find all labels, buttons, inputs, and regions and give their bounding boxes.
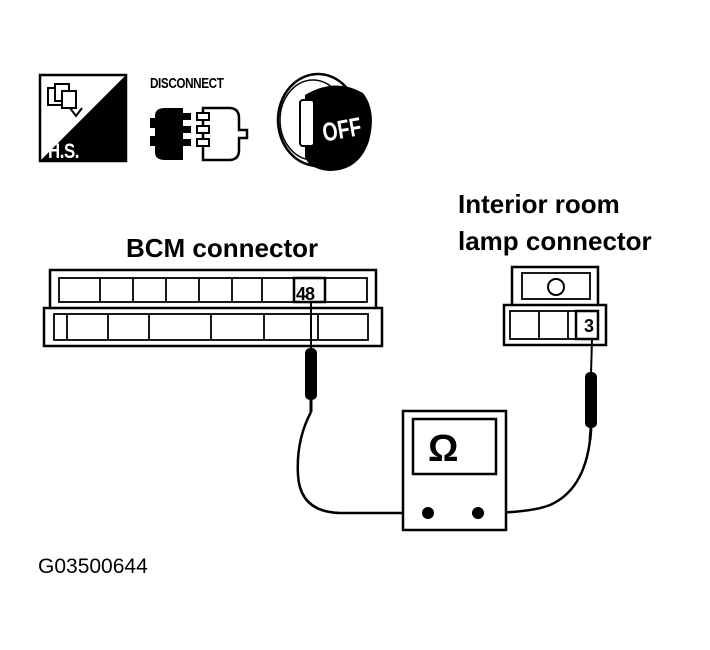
figure-id: G03500644: [38, 555, 148, 578]
bcm-test-probe: [305, 302, 317, 412]
ohmmeter: [401, 409, 508, 532]
hs-icon-label: H.S.: [48, 140, 80, 163]
ignition-off-icon: [276, 72, 372, 171]
lamp-test-probe: [585, 338, 597, 441]
lamp-connector: [502, 265, 608, 347]
bcm-connector-title: BCM connector: [126, 233, 319, 263]
disconnect-icon-label: DISCONNECT: [150, 75, 224, 92]
lamp-connector-title-line1: Interior room: [458, 189, 620, 219]
ohm-symbol: Ω: [428, 428, 459, 470]
meter-terminal-right: [472, 507, 484, 519]
left-test-lead: [296, 411, 428, 515]
meter-terminal-left: [422, 507, 434, 519]
right-test-lead: [479, 439, 592, 515]
disconnect-icon: [150, 106, 249, 162]
bcm-terminal-label: 48: [296, 284, 315, 304]
lamp-terminal-label: 3: [584, 316, 595, 336]
hs-icon: [38, 73, 128, 163]
bcm-connector: [42, 268, 384, 348]
lamp-connector-title-line2: lamp connector: [458, 226, 652, 256]
